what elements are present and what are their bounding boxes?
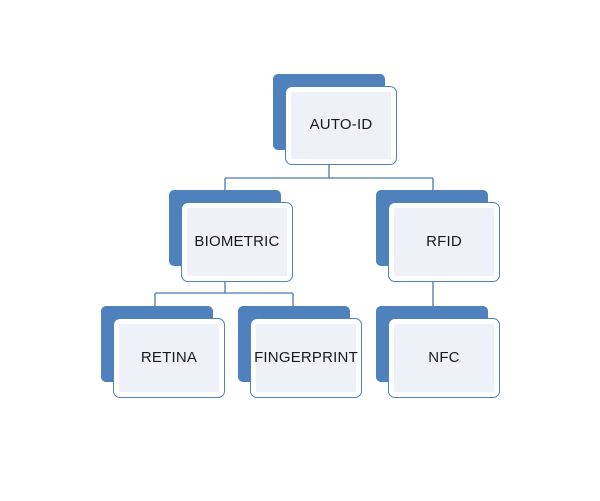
node-fingerprint-label: FINGERPRINT (254, 348, 358, 366)
node-nfc-label: NFC (428, 348, 460, 366)
node-rfid-label: RFID (426, 232, 462, 250)
node-auto-id: AUTO-ID (285, 86, 397, 165)
node-biometric: BIOMETRIC (181, 202, 293, 282)
node-fingerprint: FINGERPRINT (250, 318, 362, 398)
node-retina: RETINA (113, 318, 225, 398)
node-nfc: NFC (388, 318, 500, 398)
node-biometric-label: BIOMETRIC (194, 232, 280, 250)
node-retina-label: RETINA (140, 348, 198, 366)
node-auto-id-label: AUTO-ID (309, 116, 373, 133)
node-rfid: RFID (388, 202, 500, 282)
